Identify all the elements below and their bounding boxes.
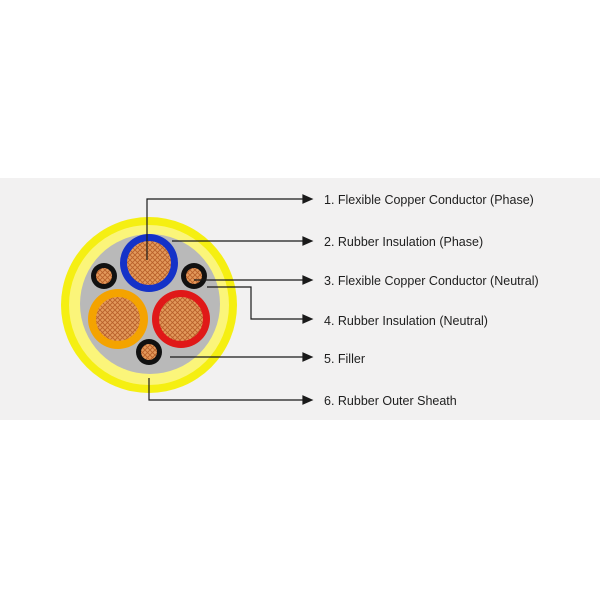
arrow-head-3 [302, 275, 314, 285]
label-flexible-copper-conductor-neutral: 3. Flexible Copper Conductor (Neutral) [324, 274, 539, 288]
arrow-head-6 [302, 395, 314, 405]
label-rubber-outer-sheath: 6. Rubber Outer Sheath [324, 394, 457, 408]
neutral-core-right-copper [186, 268, 202, 284]
arrow-head-1 [302, 194, 314, 204]
label-flexible-copper-conductor-phase: 1. Flexible Copper Conductor (Phase) [324, 193, 534, 207]
flexible-copper-conductor-orange [96, 297, 140, 341]
neutral-core-left-copper [96, 268, 112, 284]
arrow-head-2 [302, 236, 314, 246]
leader-line-1 [146, 198, 308, 260]
flexible-copper-conductor-phase-blue [127, 241, 171, 285]
label-rubber-insulation-neutral: 4. Rubber Insulation (Neutral) [324, 314, 488, 328]
leader-line-6 [148, 378, 308, 401]
neutral-core-bottom-copper [141, 344, 157, 360]
label-rubber-insulation-phase: 2. Rubber Insulation (Phase) [324, 235, 483, 249]
arrow-head-5 [302, 352, 314, 362]
leader-line-4 [207, 286, 308, 320]
flexible-copper-conductor-red [159, 297, 203, 341]
leader-lines [146, 194, 314, 405]
label-filler: 5. Filler [324, 352, 365, 366]
arrow-head-4 [302, 314, 314, 324]
